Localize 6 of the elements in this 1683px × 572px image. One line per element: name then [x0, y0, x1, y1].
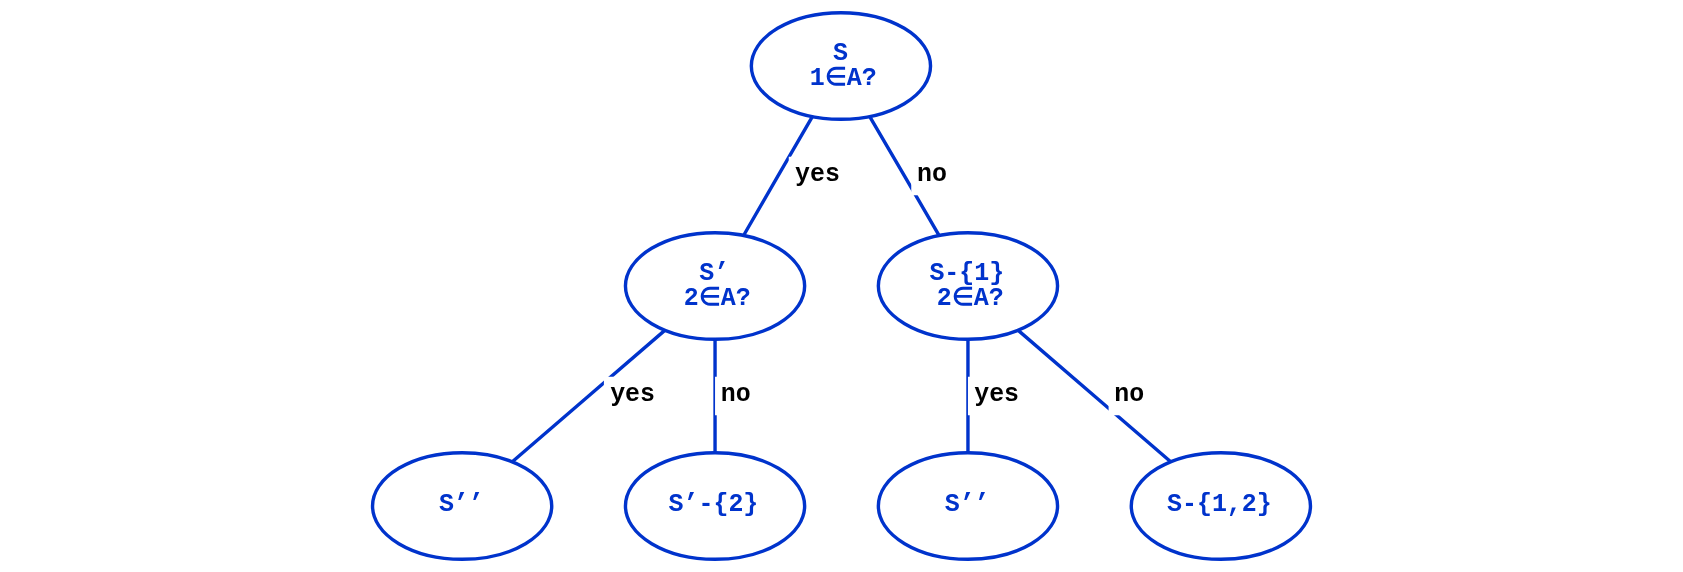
edge-label: yes: [795, 160, 840, 189]
edge-label: no: [1114, 380, 1145, 409]
edge-label: no: [720, 380, 751, 409]
edge-label: yes: [610, 380, 656, 409]
edge-label: yes: [974, 380, 1020, 409]
edge-label: no: [916, 160, 947, 189]
